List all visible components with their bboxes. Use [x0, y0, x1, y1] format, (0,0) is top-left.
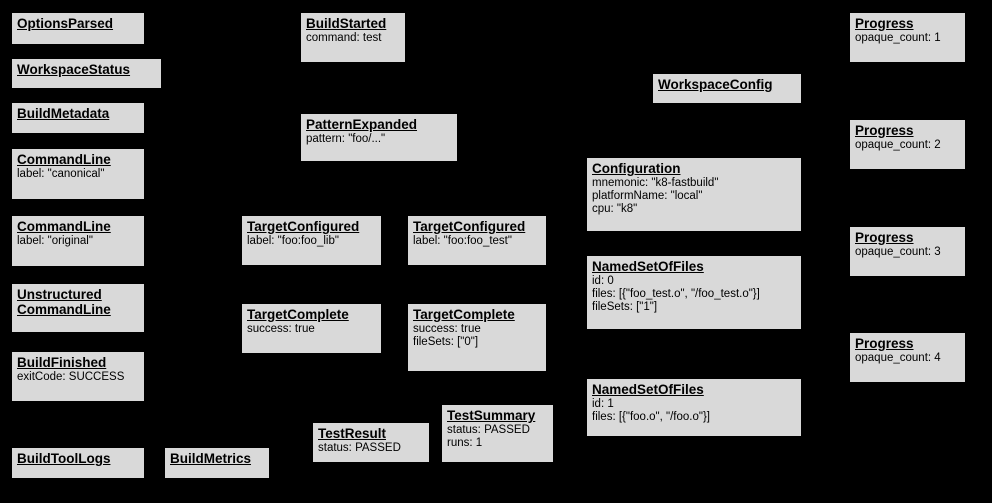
node-attribute: label: "foo:foo_test" — [413, 235, 512, 248]
node-title: Progress — [855, 16, 914, 31]
node-workspace-status[interactable]: WorkspaceStatus — [11, 58, 162, 89]
node-attribute: opaque_count: 2 — [855, 139, 941, 152]
node-attributes: success: true — [247, 323, 376, 336]
node-attribute: mnemonic: "k8-fastbuild" — [592, 177, 719, 190]
node-options-parsed[interactable]: OptionsParsed — [11, 12, 145, 45]
node-title: TargetComplete — [247, 307, 349, 322]
node-title: Progress — [855, 123, 914, 138]
node-attribute: files: [{"foo_test.o", "/foo_test.o"}] — [592, 287, 760, 300]
node-attribute: runs: 1 — [447, 436, 483, 449]
node-title: CommandLine — [17, 152, 111, 167]
node-title: Configuration — [592, 161, 681, 176]
node-attributes: command: test — [306, 32, 400, 45]
node-attribute: command: test — [306, 32, 382, 45]
node-title: BuildToolLogs — [17, 451, 111, 466]
node-attribute: opaque_count: 4 — [855, 352, 941, 365]
node-title: Unstructured CommandLine — [17, 287, 111, 318]
node-attributes: label: "foo:foo_lib" — [247, 235, 376, 248]
node-build-metrics[interactable]: BuildMetrics — [164, 447, 270, 479]
node-title: BuildFinished — [17, 355, 107, 370]
node-attribute: opaque_count: 1 — [855, 32, 941, 45]
node-attributes: label: "foo:foo_test" — [413, 235, 541, 248]
node-title: CommandLine — [17, 219, 111, 234]
node-attribute: status: PASSED — [447, 424, 530, 437]
node-attribute: label: "original" — [17, 235, 93, 248]
node-attribute: pattern: "foo/..." — [306, 133, 386, 146]
node-attribute: success: true — [413, 323, 481, 336]
node-title: Progress — [855, 230, 914, 245]
node-attribute: status: PASSED — [318, 442, 401, 455]
node-attributes: label: "original" — [17, 235, 139, 248]
node-build-metadata[interactable]: BuildMetadata — [11, 102, 145, 134]
node-attribute: exitCode: SUCCESS — [17, 371, 125, 384]
node-title: TestSummary — [447, 408, 536, 423]
node-attributes: mnemonic: "k8-fastbuild"platformName: "l… — [592, 177, 796, 216]
node-title: WorkspaceStatus — [17, 62, 131, 77]
node-title: NamedSetOfFiles — [592, 382, 704, 397]
node-attribute: cpu: "k8" — [592, 202, 638, 215]
node-attribute: fileSets: ["1"] — [592, 300, 658, 313]
node-title: BuildMetadata — [17, 106, 110, 121]
node-attributes: opaque_count: 1 — [855, 32, 960, 45]
node-workspace-config[interactable]: WorkspaceConfig — [652, 73, 802, 104]
node-attributes: opaque_count: 4 — [855, 352, 960, 365]
node-attribute: files: [{"foo.o", "/foo.o"}] — [592, 410, 710, 423]
node-title: BuildMetrics — [170, 451, 252, 466]
node-title: Progress — [855, 336, 914, 351]
node-unstructured-command-line[interactable]: Unstructured CommandLine — [11, 283, 145, 333]
node-attributes: opaque_count: 2 — [855, 139, 960, 152]
node-attributes: status: PASSED — [318, 442, 424, 455]
node-title: TargetComplete — [413, 307, 515, 322]
node-attribute: opaque_count: 3 — [855, 246, 941, 259]
node-attribute: success: true — [247, 323, 315, 336]
node-attribute: platformName: "local" — [592, 189, 703, 202]
node-attributes: opaque_count: 3 — [855, 246, 960, 259]
node-attributes: label: "canonical" — [17, 168, 139, 181]
node-attribute: label: "canonical" — [17, 168, 105, 181]
node-title: TargetConfigured — [413, 219, 526, 234]
node-attributes: pattern: "foo/..." — [306, 133, 452, 146]
node-attribute: label: "foo:foo_lib" — [247, 235, 339, 248]
node-title: NamedSetOfFiles — [592, 259, 704, 274]
node-attribute: fileSets: ["0"] — [413, 335, 479, 348]
node-attribute: id: 1 — [592, 398, 614, 411]
node-attribute: id: 0 — [592, 275, 614, 288]
node-title: BuildStarted — [306, 16, 387, 31]
node-title: WorkspaceConfig — [658, 77, 773, 92]
node-title: OptionsParsed — [17, 16, 114, 31]
node-build-tool-logs[interactable]: BuildToolLogs — [11, 447, 145, 479]
node-title: TargetConfigured — [247, 219, 360, 234]
node-title: TestResult — [318, 426, 387, 441]
node-title: PatternExpanded — [306, 117, 418, 132]
node-attributes: exitCode: SUCCESS — [17, 371, 139, 384]
